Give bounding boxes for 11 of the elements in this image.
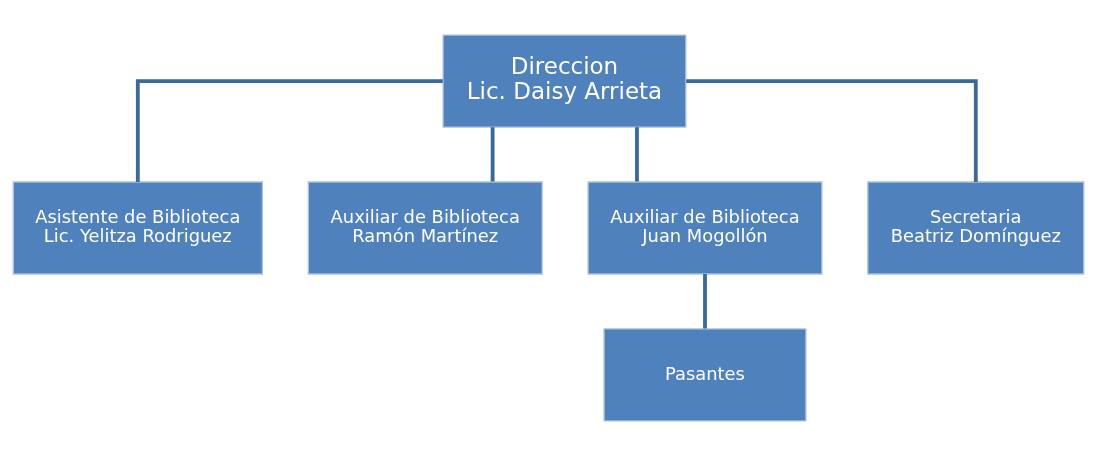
node-box: Direccion Lic. Daisy Arrieta [442,34,687,128]
connector [635,127,639,182]
connector [686,79,978,182]
node-box: Pasantes [603,328,807,422]
node-box: Secretaria Beatriz Domínguez [867,181,1085,275]
connector [135,79,443,182]
node-box: Auxiliar de Biblioteca Ramón Martínez [307,181,543,275]
node-box: Auxiliar de Biblioteca Juan Mogollón [587,181,823,275]
node-box: Asistente de Biblioteca Lic. Yelitza Rodriguez [12,181,263,275]
connector [703,274,707,329]
connector [490,127,495,182]
